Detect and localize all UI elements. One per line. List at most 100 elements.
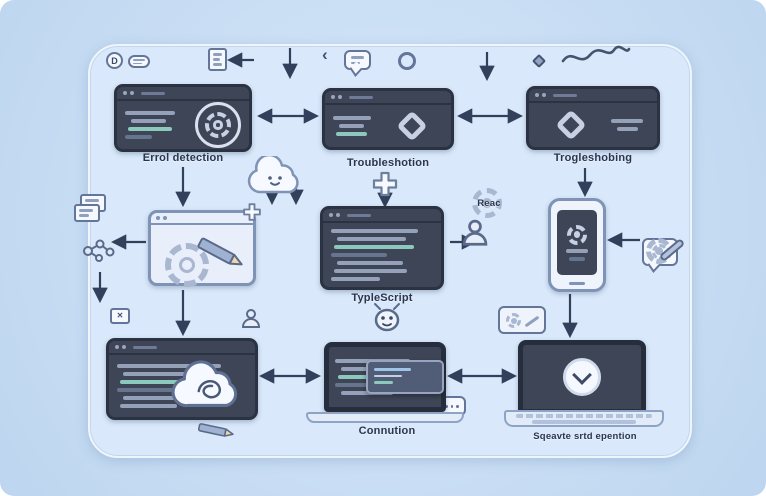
- code-window-troubleshooting-2: [526, 86, 660, 150]
- molecule-icon: [83, 239, 115, 262]
- window-content: [117, 101, 249, 149]
- tooltip-panel: [366, 360, 444, 394]
- window-dot: [336, 213, 340, 217]
- bug-monster-icon: [374, 303, 400, 332]
- code-lines: [117, 364, 247, 408]
- code-line: [125, 135, 152, 139]
- window-dot: [115, 345, 119, 349]
- speech-bubble-icon: [344, 50, 371, 70]
- tooltip-line: [374, 381, 393, 384]
- window-content: [323, 223, 441, 287]
- cloud-scribble-icon: [171, 360, 238, 408]
- window-dot: [542, 93, 546, 97]
- phone-gear-icon: [567, 224, 587, 245]
- code-lines: [331, 229, 433, 281]
- code-line: [117, 364, 221, 368]
- label-troubleshooting-1: Troubleshotion: [346, 157, 430, 169]
- window-titlebar: [151, 213, 253, 225]
- dot: [445, 404, 448, 408]
- code-line: [333, 116, 371, 120]
- panel-gear-icon: [498, 306, 546, 334]
- pencil-bottom-icon: [197, 423, 234, 437]
- code-line: [337, 237, 407, 241]
- doc-line: [213, 58, 220, 61]
- code-window-typescript: [320, 206, 444, 290]
- gear-icon: [205, 112, 231, 138]
- pencil-icon: [197, 237, 243, 266]
- window-dot: [331, 95, 335, 99]
- code-line: [616, 127, 638, 131]
- circle-icon: [398, 52, 416, 70]
- code-line: [331, 277, 380, 281]
- pill-line: [133, 59, 145, 61]
- phone-home-bar: [569, 282, 585, 285]
- code-line: [334, 269, 408, 273]
- close-glyph: ✕: [116, 311, 124, 320]
- code-line: [334, 245, 414, 249]
- window-content: [529, 103, 657, 147]
- card-line: [79, 209, 93, 212]
- slash-line: [524, 315, 540, 328]
- window-title-bar: [349, 95, 373, 99]
- list-pill-icon: [128, 55, 150, 68]
- icon-slot: [381, 110, 443, 142]
- code-line: [128, 127, 172, 131]
- bubble-line: [351, 61, 360, 64]
- person-icon: [462, 219, 488, 246]
- dot: [456, 404, 460, 408]
- code-line: [123, 372, 207, 376]
- label-update: Sqeavte srtd epention: [533, 431, 637, 442]
- diamond-node-icon: [396, 110, 428, 142]
- window-dot: [163, 216, 167, 220]
- window-content: [109, 355, 255, 417]
- code-lines: [610, 119, 649, 131]
- gear-icon: [506, 313, 521, 328]
- code-line: [565, 248, 589, 253]
- cloud-face-icon: [247, 156, 299, 194]
- tooltip-line: [374, 374, 402, 377]
- doc-line: [213, 53, 222, 56]
- gear-circle-icon: [195, 102, 241, 148]
- gear-editor-window: [148, 210, 256, 287]
- window-title-bar: [133, 345, 157, 349]
- tooltip-line: [374, 368, 412, 371]
- code-line: [125, 111, 175, 115]
- code-window-error-detection: [114, 84, 252, 152]
- caret-icon: ‹: [322, 46, 328, 63]
- window-title-bar: [553, 93, 577, 97]
- card-front: [74, 204, 100, 222]
- close-window-icon: ✕: [110, 308, 130, 324]
- card-line: [85, 199, 99, 202]
- code-line: [335, 383, 377, 387]
- label-troubleshooting-2: Trogleshobing: [553, 152, 633, 164]
- window-dot: [329, 213, 333, 217]
- laptop-screen-update: [518, 340, 646, 414]
- diamond-node-icon: [555, 109, 587, 141]
- phone-device: [548, 198, 606, 292]
- window-dot: [123, 91, 127, 95]
- gear-wrench-icon: [646, 234, 686, 270]
- d-badge-icon: D: [106, 52, 123, 69]
- window-dot: [130, 91, 134, 95]
- bubble-line: [351, 56, 364, 59]
- window-titlebar: [117, 87, 249, 101]
- code-line: [131, 119, 167, 123]
- window-title-bar: [347, 213, 371, 217]
- chevron-down-icon: [572, 364, 592, 385]
- icon-slot: [537, 109, 605, 141]
- window-dot: [535, 93, 539, 97]
- code-line: [569, 256, 585, 261]
- window-content: [325, 105, 451, 147]
- window-dot: [122, 345, 126, 349]
- code-line: [610, 119, 644, 123]
- person-desk-icon: [241, 309, 261, 328]
- card-line: [79, 214, 89, 217]
- phone-screen: [557, 210, 597, 275]
- keyboard-row: [516, 414, 652, 418]
- code-line: [120, 380, 214, 384]
- code-line: [123, 396, 201, 400]
- code-line: [331, 229, 418, 233]
- window-dot: [156, 216, 160, 220]
- chevron-circle-icon: [563, 358, 601, 396]
